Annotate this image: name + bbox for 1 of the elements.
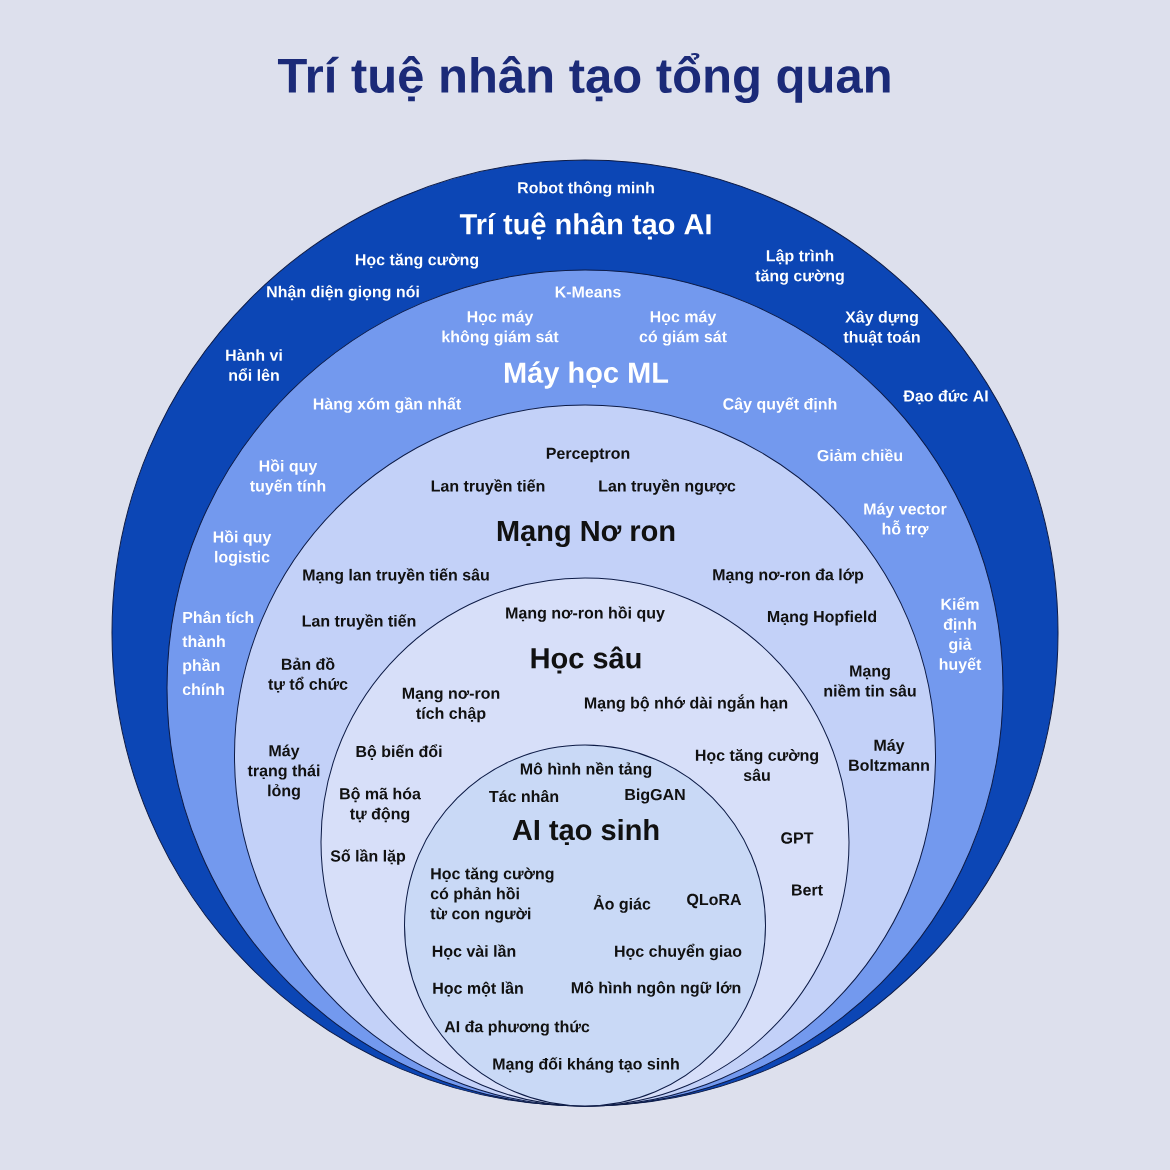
title: Trí tuệ nhân tạo tổng quan: [277, 53, 890, 103]
